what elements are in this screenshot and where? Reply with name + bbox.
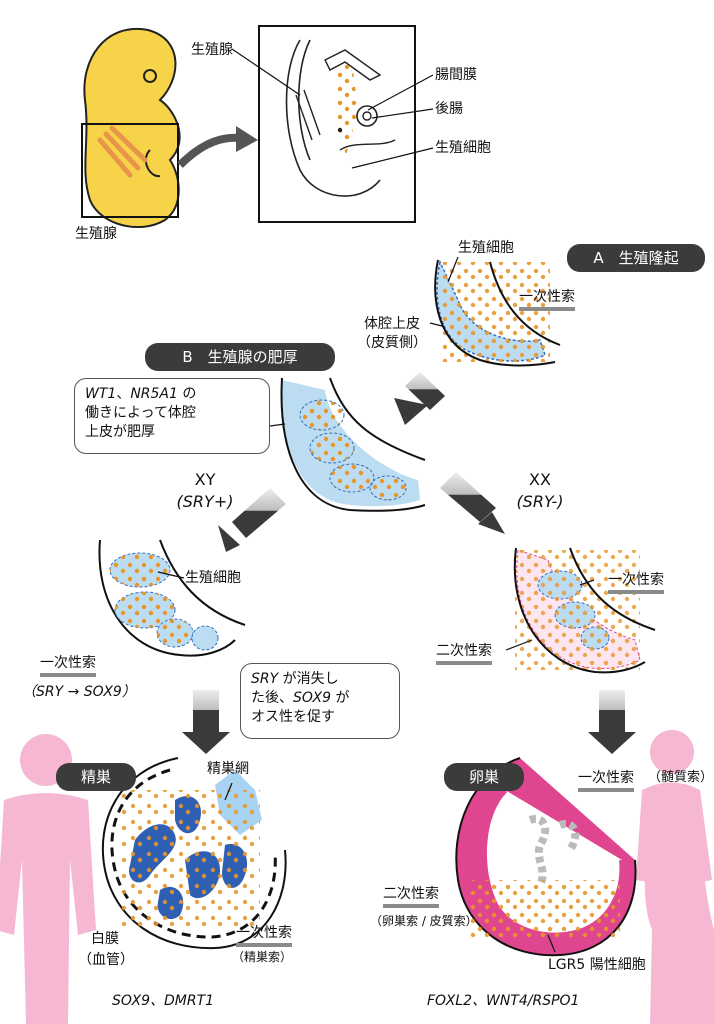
inset-cross-section (258, 25, 416, 223)
testis-primary-cords-label: 一次性索 (236, 925, 292, 947)
xy-germ-cells-label: 生殖細胞 (185, 570, 241, 586)
xy-label: XY (194, 470, 216, 489)
stage-b-note-line2: 働きによって体腔 (85, 404, 196, 421)
inset-germ-cells-label: 生殖細胞 (435, 140, 491, 156)
xy-section (98, 539, 246, 657)
xx-primary-cords-label: 一次性索 (608, 572, 664, 594)
leader-lines (157, 48, 595, 953)
medullary-cords-label: （髄質索） (648, 770, 714, 785)
embryo-gonad-label: 生殖腺 (75, 226, 117, 242)
note-particle: の (177, 386, 197, 402)
mesentery-label: 腸間膜 (435, 67, 477, 83)
embryo-to-inset-arrow (177, 133, 241, 168)
xy-sry-label: (SRY+) (176, 492, 234, 511)
note-separator: 、 (116, 386, 131, 402)
xy-note-text3: が (331, 689, 350, 706)
xx-label: XX (529, 470, 551, 489)
xx-sry-label: (SRY-) (516, 492, 564, 511)
xx-secondary-cords-label: 二次性索 (436, 643, 492, 665)
xy-note-text1: が消失し (278, 671, 339, 687)
tunica-vessel-label: （血管） (78, 952, 134, 968)
xy-note: SRY が消失し た後、SOX9 が オス性を促す (240, 663, 400, 739)
nr5a1-gene: NR5A1 (130, 386, 178, 402)
ovary-illustration (455, 757, 637, 957)
flow-arrows (182, 372, 636, 754)
rete-testis-label: 精巣網 (207, 761, 249, 777)
lgr5-label: LGR5 陽性細胞 (548, 957, 646, 973)
testis-illustration (101, 757, 287, 950)
sry-to-sox9-label: （SRY → SOX9） (22, 684, 136, 700)
cortical-side-label: （皮質側） (357, 335, 427, 351)
seminiferous-cords-label: （精巣索） (232, 950, 293, 964)
genital-ridge-section (434, 259, 561, 367)
xx-section (513, 547, 656, 674)
cortical-cords-label: （卵巣索 / 皮質索） (370, 914, 478, 928)
female-silhouette (636, 730, 714, 1024)
ovary-badge: 卵巣 (444, 763, 524, 791)
ovary-secondary-cords-label: 二次性索 (383, 886, 439, 908)
coelomic-epithelium-label: 体腔上皮 (364, 316, 420, 332)
tunica-label: 白膜 (91, 931, 119, 947)
stage-b-note-line3: 上皮が肥厚 (85, 423, 155, 440)
wt1-gene: WT1 (85, 386, 117, 402)
hindgut-label: 後腸 (435, 101, 463, 117)
testis-genes-label: SOX9、DMRT1 (112, 993, 215, 1009)
ovary-primary-cords-label: 一次性索 (578, 770, 634, 792)
stage-a-germ-cells-label: 生殖細胞 (458, 240, 514, 256)
xy-note-text2: た後、 (251, 689, 293, 706)
sox9-gene: SOX9 (293, 689, 332, 706)
sry-gene: SRY (251, 671, 279, 687)
stage-a-badge: A 生殖隆起 (567, 244, 705, 272)
stage-b-note: WT1、NR5A1 の 働きによって体腔 上皮が肥厚 (74, 378, 270, 454)
ovary-genes-label: FOXL2、WNT4/RSPO1 (427, 993, 580, 1009)
stage-a-primary-cords-label: 一次性索 (519, 289, 575, 311)
inset-gonad-label: 生殖腺 (191, 42, 233, 58)
xy-note-line3: オス性を促す (251, 708, 335, 725)
thickened-gonad-section (280, 377, 426, 512)
xy-primary-cords-label: 一次性索 (40, 655, 96, 677)
testis-badge: 精巣 (56, 763, 136, 791)
embryo-illustration (81, 27, 181, 229)
stage-b-badge: B 生殖腺の肥厚 (145, 343, 335, 371)
